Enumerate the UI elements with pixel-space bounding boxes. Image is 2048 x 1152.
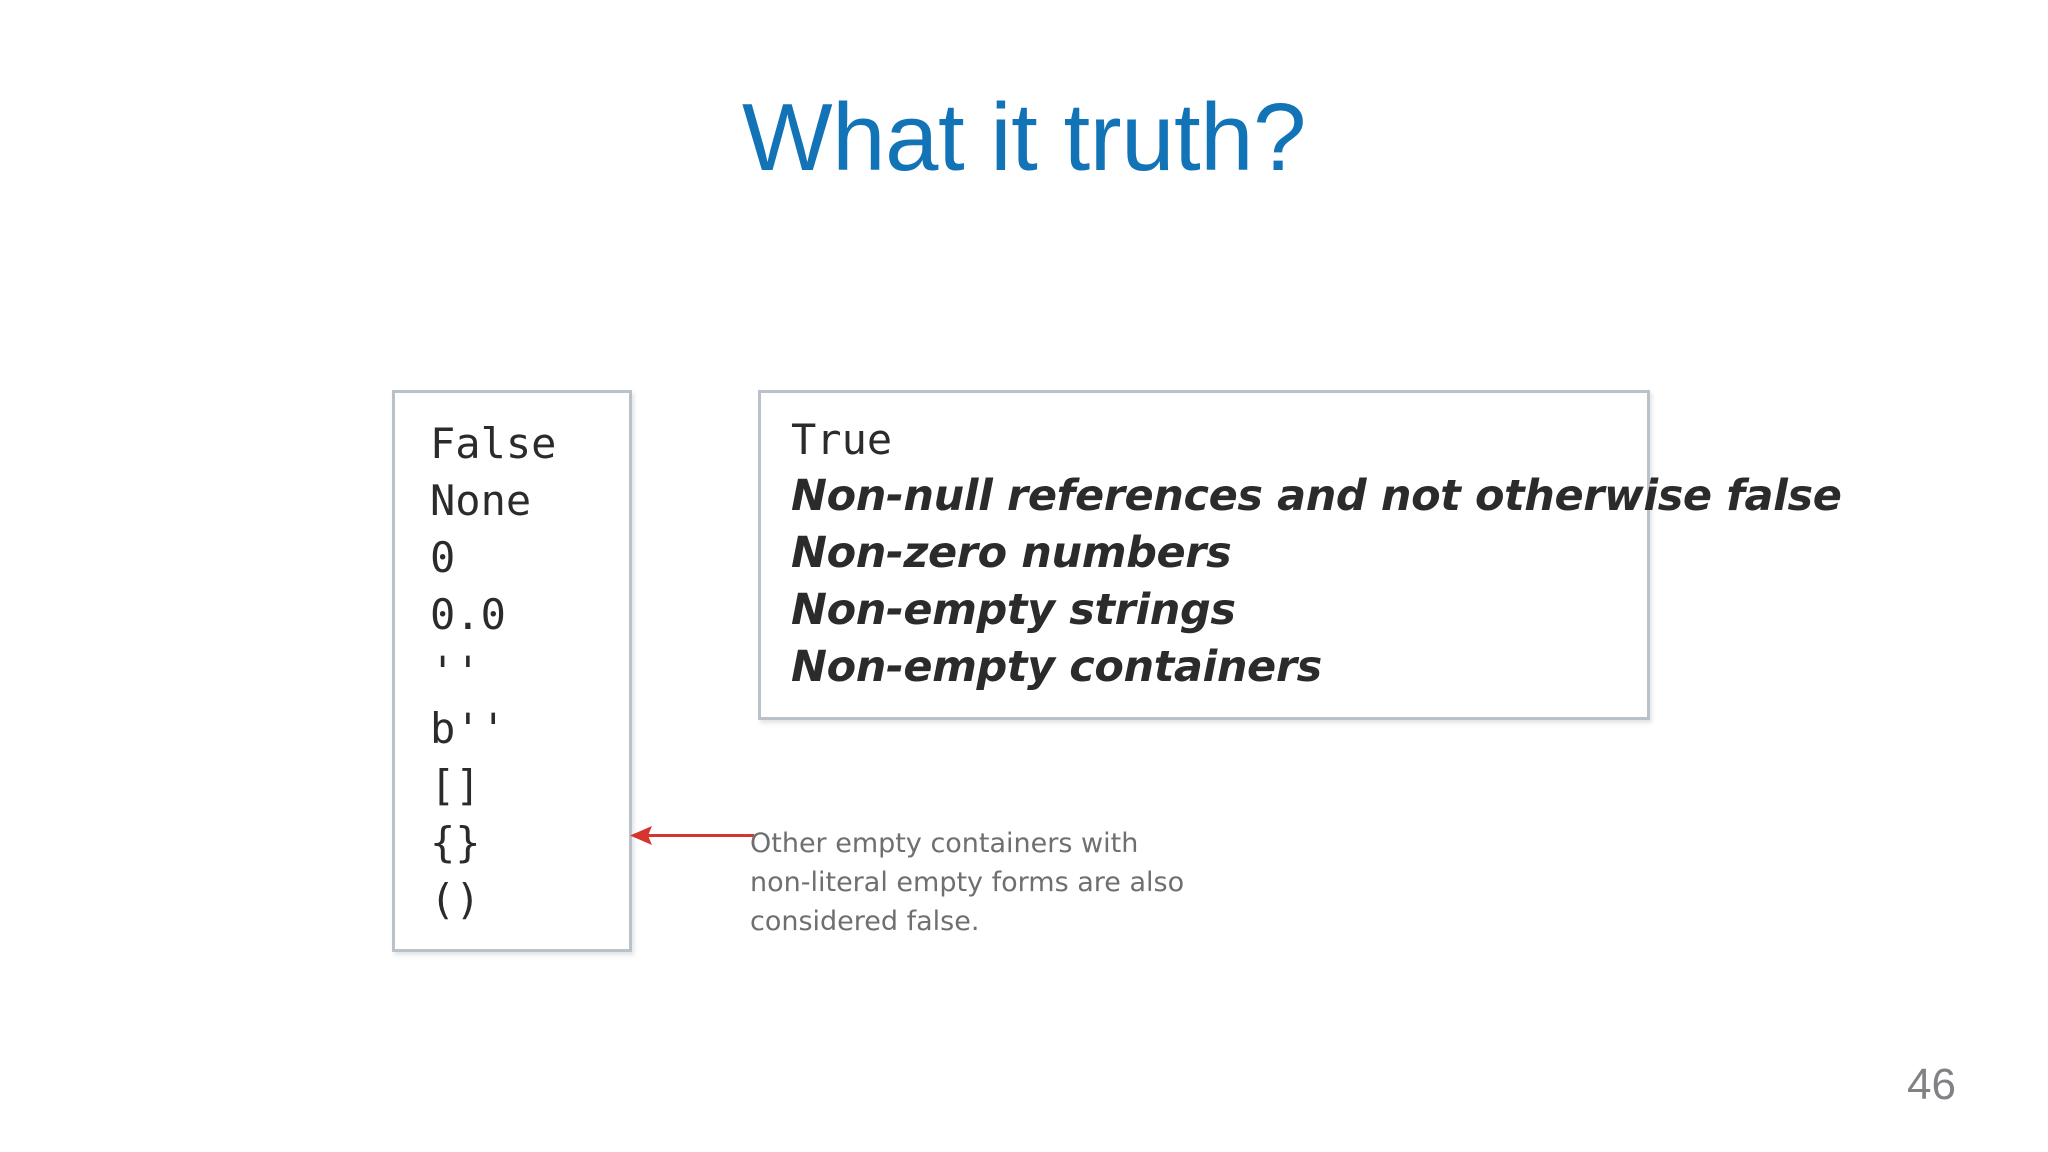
truthy-values-panel: True Non-null references and not otherwi… [758,390,1842,720]
slide-number: 46 [1907,1060,1956,1109]
falsy-values-panel: False None 0 0.0 '' b'' [] {} () [392,390,632,952]
list-item: '' [430,647,481,696]
callout-arrow-icon [630,826,754,845]
list-item: Non-null references and not otherwise fa… [791,471,1842,521]
list-item: Non-empty containers [791,642,1322,692]
callout-note-line: non-literal empty forms are also [750,867,1185,898]
list-item: Non-empty strings [791,585,1236,635]
list-item: {} [430,818,481,867]
list-item: Non-zero numbers [791,528,1232,578]
callout-note-line: Other empty containers with [750,828,1139,859]
list-item: False [430,419,557,468]
callout-note: Other empty containers with non-literal … [750,824,1220,941]
list-item: 0.0 [430,590,506,639]
callout-note-line: considered false. [750,906,980,937]
page-title: What it truth? [742,84,1306,191]
list-item: [] [430,761,481,810]
list-item: None [430,476,532,525]
list-item: () [430,875,481,924]
list-item: b'' [430,704,506,753]
list-item: 0 [430,533,456,582]
truthy-values-list: True Non-null references and not otherwi… [791,411,1842,696]
truthy-heading: True [791,415,893,464]
falsy-values-list: False None 0 0.0 '' b'' [] {} () [430,415,556,928]
